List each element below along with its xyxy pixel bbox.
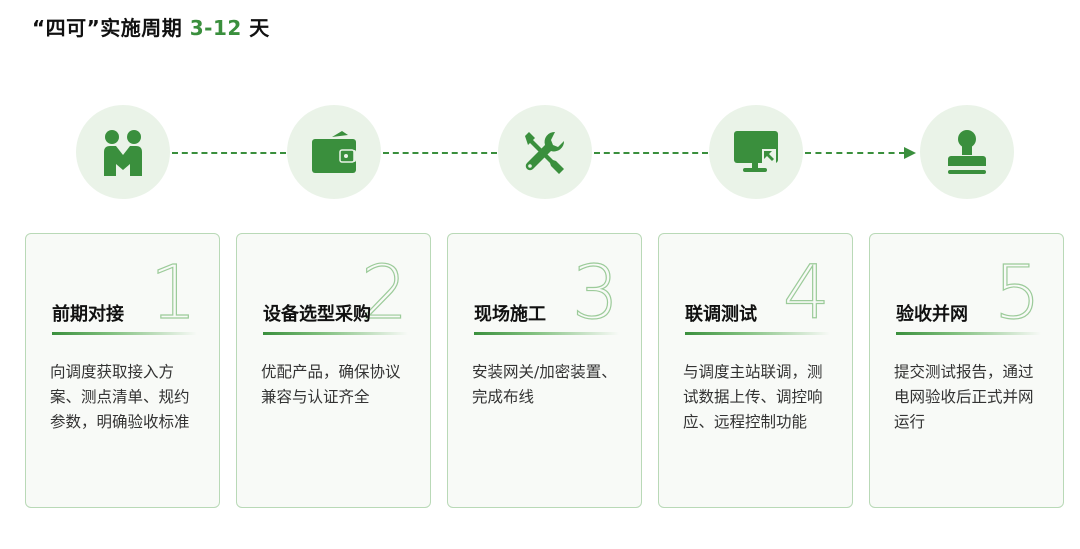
step-title: 设备选型采购 — [263, 304, 371, 325]
monitor-cursor-icon — [734, 131, 778, 172]
step-description: 向调度获取接入方案、测点清单、规约参数，明确验收标准 — [50, 363, 190, 431]
arrow-head-icon — [904, 147, 916, 159]
step-number: 1 — [149, 250, 197, 336]
title-underline — [474, 332, 619, 335]
step-card-4: 4 联调测试 与调度主站联调，测试数据上传、调控响应、远程控制功能 — [658, 233, 853, 508]
step-number: 4 — [782, 250, 830, 336]
step-title: 联调测试 — [685, 304, 757, 325]
connector-2-3 — [383, 152, 497, 154]
step-1-circle — [76, 105, 170, 199]
title-underline — [896, 332, 1041, 335]
title-prefix: “四可”实施周期 — [32, 16, 190, 40]
title-suffix: 天 — [241, 16, 270, 40]
step-card-5: 5 验收并网 提交测试报告，通过电网验收后正式并网运行 — [869, 233, 1064, 508]
title-underline — [52, 332, 197, 335]
step-title: 验收并网 — [896, 304, 968, 325]
step-number: 5 — [993, 250, 1041, 336]
step-title: 前期对接 — [52, 304, 124, 325]
handshake-people-icon — [104, 130, 142, 176]
step-4-circle — [709, 105, 803, 199]
title-underline — [263, 332, 408, 335]
title-underline — [685, 332, 830, 335]
step-card-3: 3 现场施工 安装网关/加密装置、完成布线 — [447, 233, 642, 508]
step-description: 与调度主站联调，测试数据上传、调控响应、远程控制功能 — [683, 363, 823, 431]
connector-4-5 — [805, 152, 905, 154]
step-card-1: 1 前期对接 向调度获取接入方案、测点清单、规约参数，明确验收标准 — [25, 233, 220, 508]
step-title: 现场施工 — [474, 304, 546, 325]
step-number: 2 — [360, 250, 408, 336]
connector-3-4 — [594, 152, 708, 154]
step-description: 优配产品，确保协议兼容与认证齐全 — [261, 363, 401, 406]
step-description: 提交测试报告，通过电网验收后正式并网运行 — [894, 363, 1034, 431]
step-number: 3 — [571, 250, 619, 336]
step-3-circle — [498, 105, 592, 199]
tools-icon — [525, 131, 565, 174]
step-description: 安装网关/加密装置、完成布线 — [472, 363, 617, 406]
step-2-circle — [287, 105, 381, 199]
step-5-circle — [920, 105, 1014, 199]
wallet-icon — [312, 131, 356, 173]
step-card-2: 2 设备选型采购 优配产品，确保协议兼容与认证齐全 — [236, 233, 431, 508]
stamp-icon — [948, 130, 986, 174]
connector-1-2 — [172, 152, 286, 154]
title-duration: 3-12 — [189, 16, 242, 40]
page-title: “四可”实施周期 3-12 天 — [32, 12, 270, 41]
process-flow — [0, 0, 1080, 220]
